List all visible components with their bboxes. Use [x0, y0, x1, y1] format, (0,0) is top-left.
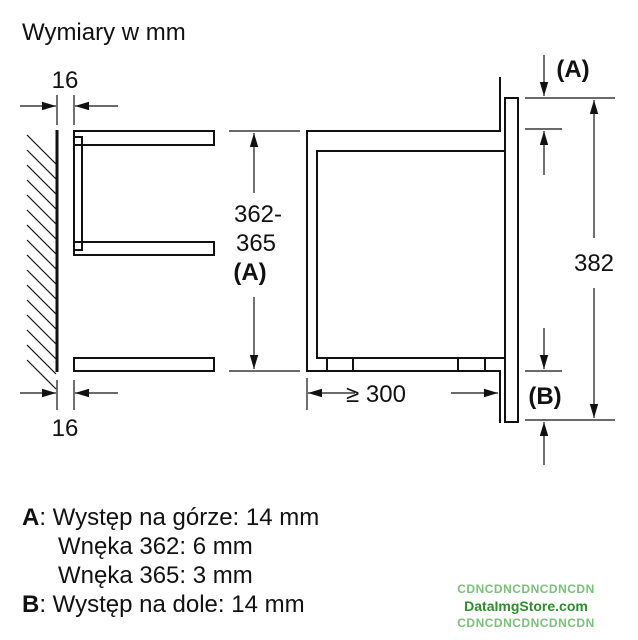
door-panel: [504, 97, 519, 423]
hatch-line: [26, 179, 57, 210]
front-height-dimension: 382: [525, 97, 615, 421]
front-height-label: 382: [574, 250, 614, 277]
watermark: CDNCDNCDNCDNCDN DataImgStore.com CDNCDNC…: [436, 581, 616, 632]
hatch-line: [26, 314, 57, 345]
hatch-line: [26, 209, 57, 240]
cabinet-side-view: [306, 77, 519, 423]
hatch-line: [26, 134, 57, 165]
watermark-line2: DataImgStore.com: [464, 598, 588, 614]
hatch-line: [26, 299, 57, 330]
diagram-title: Wymiary w mm: [22, 19, 186, 46]
legend-key-a: A: [22, 504, 40, 531]
legend-text: Wnęka 365: 3 mm: [58, 562, 253, 589]
ref-b-label: (B): [528, 383, 561, 410]
legend-niche-362: Wnęka 362: 6 mm: [58, 532, 253, 561]
legend-key-b: B: [22, 591, 40, 618]
overhang-dimensions: (A) (B): [528, 55, 590, 465]
hatch-line: [26, 329, 57, 360]
top-offset-label: 16: [52, 67, 79, 94]
legend-a: A: Występ na górze: 14 mm: [22, 503, 319, 532]
hatch-line: [26, 239, 57, 270]
hatch-line: [26, 149, 57, 180]
niche-height-line2: 365: [236, 230, 276, 257]
hatch-line: [26, 164, 57, 195]
wall-hatch: [26, 130, 59, 390]
hatch-line: [26, 254, 57, 285]
hatch-line: [26, 224, 57, 255]
top-offset-dimension: 16: [20, 67, 118, 125]
watermark-line1: CDNCDNCDNCDNCDN: [457, 582, 595, 596]
hatch-line: [26, 284, 57, 315]
cabinet-front-view: [73, 130, 215, 372]
hatch-line: [26, 359, 57, 390]
watermark-line3: CDNCDNCDNCDNCDN: [457, 616, 595, 630]
legend-niche-365: Wnęka 365: 3 mm: [58, 561, 253, 590]
niche-height-dimension: 362- 365 (A): [229, 130, 300, 372]
legend-b: B: Występ na dole: 14 mm: [22, 590, 305, 619]
ref-a-label: (A): [556, 56, 589, 83]
niche-height-ref: (A): [233, 259, 266, 286]
hatch-line: [26, 194, 57, 225]
hatch-line: [26, 269, 57, 300]
bottom-offset-dimension: 16: [20, 380, 118, 442]
hatch-line: [26, 344, 57, 375]
niche-height-line1: 362-: [234, 201, 282, 228]
bottom-offset-label: 16: [52, 415, 79, 442]
depth-dimension: ≥ 300: [306, 378, 498, 410]
legend-text: : Występ na dole: 14 mm: [39, 591, 305, 618]
legend-text: Wnęka 362: 6 mm: [58, 533, 253, 560]
legend-text: : Występ na górze: 14 mm: [39, 504, 320, 531]
depth-label: ≥ 300: [346, 381, 406, 408]
